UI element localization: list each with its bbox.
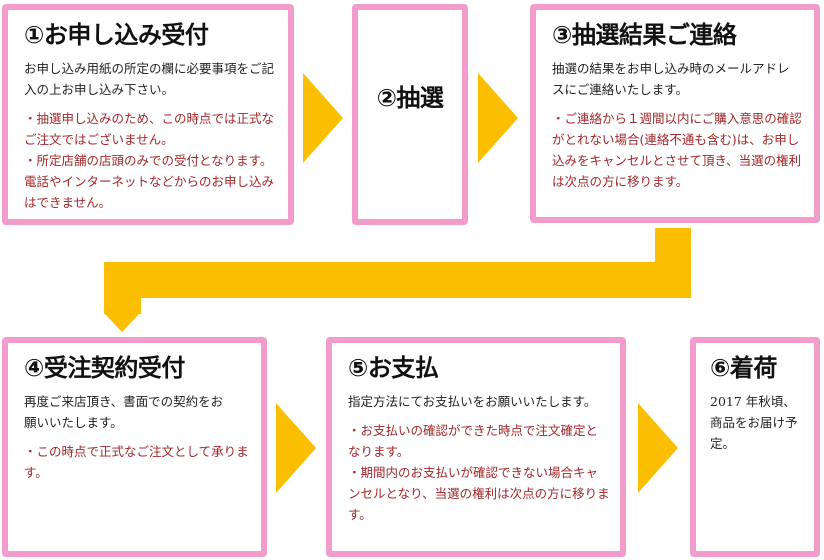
- step-6-body: 2017 年秋頃、商品をお届け予定。: [710, 391, 806, 454]
- step-6-box: ⑥着荷 2017 年秋頃、商品をお届け予定。: [690, 337, 820, 557]
- step-3-body-text: 抽選の結果をお申し込み時のメールアドレスにご連絡いたします。: [552, 61, 790, 97]
- step-1-note-2: ・所定店舗の店頭のみでの受付となります。電話やインターネットなどからのお申し込み…: [24, 153, 275, 210]
- step-1-box: ①お申し込み受付 お申し込み用紙の所定の欄に必要事項をご記入の上お申し込み下さい…: [2, 4, 294, 225]
- step-5-body: 指定方法にてお支払いをお願いいたします。: [348, 391, 610, 412]
- arrow-right-3-icon: [276, 403, 316, 493]
- step-3-notes: ・ご連絡から１週間以内にご購入意思の確認がとれない場合(連絡不通も含む)は、お申…: [552, 108, 810, 192]
- step-1-body-text: お申し込み用紙の所定の欄に必要事項をご記入の上お申し込み下さい。: [24, 61, 275, 97]
- step-4-notes: ・この時点で正式なご注文として承ります。: [24, 441, 254, 483]
- step-1-notes: ・抽選申し込みのため、この時点では正式なご注文ではございません。 ・所定店舗の店…: [24, 108, 279, 213]
- step-2-title: ②抽選: [376, 83, 444, 112]
- step-1-body: お申し込み用紙の所定の欄に必要事項をご記入の上お申し込み下さい。: [24, 58, 274, 100]
- step-6-body-text: 2017 年秋頃、商品をお届け予定。: [710, 394, 798, 451]
- step-5-notes: ・お支払いの確認ができた時点で注文確定となります。 ・期間内のお支払いが確認でき…: [348, 420, 610, 525]
- step-2-box: ②抽選: [352, 4, 468, 225]
- step-1-note-1: ・抽選申し込みのため、この時点では正式なご注文ではございません。: [24, 111, 275, 147]
- step-5-title: ⑤お支払: [348, 354, 439, 382]
- step-5-note-1: ・お支払いの確認ができた時点で注文確定となります。: [348, 423, 599, 459]
- arrow-right-2-icon: [478, 73, 518, 163]
- connector-horizontal: [104, 262, 691, 298]
- step-5-note-2: ・期間内のお支払いが確認できない場合キャンセルとなり、当選の権利は次点の方に移り…: [348, 465, 610, 522]
- step-4-body: 再度ご来店頂き、書面での契約をお願いいたします。: [24, 391, 234, 433]
- step-3-note-1: ・ご連絡から１週間以内にご購入意思の確認がとれない場合(連絡不通も含む)は、お申…: [552, 111, 802, 189]
- step-6-title: ⑥着荷: [710, 354, 777, 382]
- arrow-right-1-icon: [303, 73, 343, 163]
- connector-arrowhead-icon: [104, 313, 140, 332]
- connector-vertical-down: [104, 262, 141, 314]
- step-4-note-1: ・この時点で正式なご注文として承ります。: [24, 444, 249, 480]
- step-3-title: ③抽選結果ご連絡: [552, 21, 737, 49]
- step-5-body-text: 指定方法にてお支払いをお願いいたします。: [348, 394, 597, 409]
- step-4-box: ④受注契約受付 再度ご来店頂き、書面での契約をお願いいたします。 ・この時点で正…: [2, 337, 267, 557]
- step-3-body: 抽選の結果をお申し込み時のメールアドレスにご連絡いたします。: [552, 58, 792, 100]
- arrow-right-4-icon: [638, 403, 678, 493]
- step-4-title: ④受注契約受付: [24, 354, 185, 382]
- step-4-body-text: 再度ご来店頂き、書面での契約をお願いいたします。: [24, 394, 224, 430]
- step-5-box: ⑤お支払 指定方法にてお支払いをお願いいたします。 ・お支払いの確認ができた時点…: [326, 337, 626, 557]
- step-1-title: ①お申し込み受付: [24, 21, 209, 49]
- step-3-box: ③抽選結果ご連絡 抽選の結果をお申し込み時のメールアドレスにご連絡いたします。 …: [530, 4, 820, 223]
